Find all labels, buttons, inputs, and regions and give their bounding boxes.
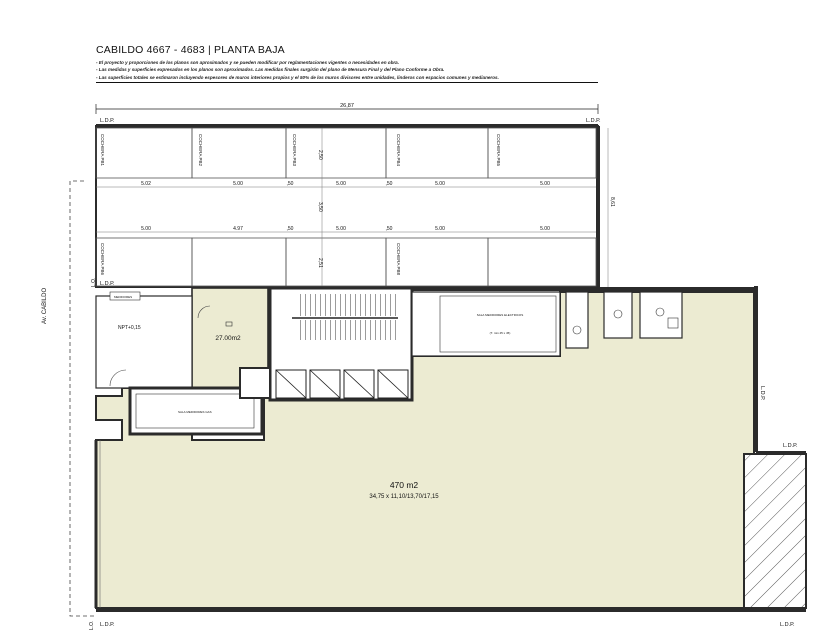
parking-top-row — [95, 127, 597, 287]
parking-stall-labels: COCHERA PB1 COCHERA PB2 COCHERA PB3 COCH… — [100, 134, 501, 276]
office-area-label: 27.00m2 — [215, 335, 241, 342]
hatched-terrace — [743, 453, 807, 609]
ldp-mid-left: L.D.P. — [100, 281, 115, 287]
core-lobby-box — [239, 367, 271, 399]
mgmt-label: MEDIDORES — [114, 295, 132, 299]
lo-label-upper: L.O. — [91, 278, 97, 287]
dim-r2-0: 5.00 — [141, 226, 151, 232]
vdim-3: 2,51 — [317, 258, 323, 268]
dim-r1-4: ,50 — [386, 181, 393, 187]
dim-r2-6: 5.00 — [540, 226, 550, 232]
dim-labels-row-1: 5.02 5.00 ,50 5.00 ,50 5.00 5.00 — [141, 181, 550, 187]
vdim-2: 3,50 — [317, 202, 323, 212]
dim-r2-4: ,50 — [386, 226, 393, 232]
title-rule — [96, 82, 598, 83]
dim-r1-1: 5.00 — [233, 181, 243, 187]
stall-pb8: COCHERA PB8 — [396, 243, 401, 276]
office-icon — [225, 321, 233, 327]
gas-room-label: SALA MEDIDORES GAS — [178, 410, 212, 414]
bathroom-fixtures — [572, 307, 679, 335]
ldp-top-left: L.D.P. — [100, 118, 115, 124]
office-door-arc — [197, 305, 211, 319]
dim-r1-5: 5.00 — [435, 181, 445, 187]
electrical-room-label: SALA MEDIDORES ELECTRICOS — [477, 313, 524, 317]
depth-dim-label: 8,61 — [609, 197, 615, 207]
stair-flight-bottom — [296, 320, 396, 340]
parking-zone — [95, 125, 599, 288]
plan-notes: - El proyecto y proporciones de los plan… — [96, 59, 596, 81]
lo-label-lower: L.O. — [89, 621, 95, 630]
street-label: Av. CABILDO — [42, 288, 48, 324]
stall-pb1: COCHERA PB1 — [100, 134, 105, 167]
ldp-bottom-left: L.D.P. — [100, 622, 115, 628]
plan-title: CABILDO 4667 - 4683 | PLANTA BAJA — [96, 44, 285, 56]
bathrooms — [565, 291, 683, 349]
stall-pb5: COCHERA PB5 — [496, 134, 501, 167]
dim-r1-0: 5.02 — [141, 181, 151, 187]
entrance-door-arc — [109, 369, 127, 387]
ldp-terrace: L.D.P. — [783, 443, 798, 449]
note-1: - El proyecto y proporciones de los plan… — [96, 60, 400, 65]
dim-r2-2: ,50 — [287, 226, 294, 232]
entrance-level: NPT+0,15 — [118, 325, 141, 331]
note-3: - Las superficies totales se estimaron i… — [96, 74, 499, 80]
dim-r2-3: 5.00 — [336, 226, 346, 232]
electrical-room — [411, 291, 561, 357]
dim-r1-3: 5.00 — [336, 181, 346, 187]
dim-r2-5: 5.00 — [435, 226, 445, 232]
ldp-top-right: L.D.P. — [586, 118, 601, 124]
left-dashed-boundary — [69, 180, 96, 617]
vdim-1: 2,50 — [317, 150, 323, 160]
entrance-counter — [109, 291, 141, 301]
main-area-label: 470 m2 — [390, 480, 419, 490]
bathroom-2 — [603, 291, 633, 339]
ldp-bottom-right: L.D.P. — [780, 622, 795, 628]
sample-label: (T. min 45 x 45) — [490, 331, 511, 335]
dim-r1-2: ,50 — [287, 181, 294, 187]
note-2: - Las medidas y superficies expresados e… — [96, 67, 445, 73]
ldp-right: L.D.P. — [759, 386, 765, 401]
stall-pb3: COCHERA PB3 — [292, 134, 297, 167]
stall-pb4: COCHERA PB4 — [396, 134, 401, 167]
entrance-area — [95, 295, 193, 389]
dim-r1-6: 5.00 — [540, 181, 550, 187]
total-width-label: 26,87 — [340, 103, 354, 109]
stair-flight-top — [296, 294, 396, 316]
dim-labels-row-2: 5.00 4.97 ,50 5.00 ,50 5.00 5.00 — [141, 226, 550, 232]
stall-pb6: COCHERA PB6 — [100, 243, 105, 276]
main-area-dims: 34,75 x 11,10/13,70/17,15 — [369, 494, 439, 500]
bathroom-3 — [639, 291, 683, 339]
gas-meter-inner — [135, 393, 255, 429]
stall-pb2: COCHERA PB2 — [198, 134, 203, 167]
electrical-room-inner — [439, 295, 557, 353]
dim-r2-1: 4.97 — [233, 226, 243, 232]
bathroom-1 — [565, 291, 589, 349]
elevator-crosses — [275, 369, 409, 399]
